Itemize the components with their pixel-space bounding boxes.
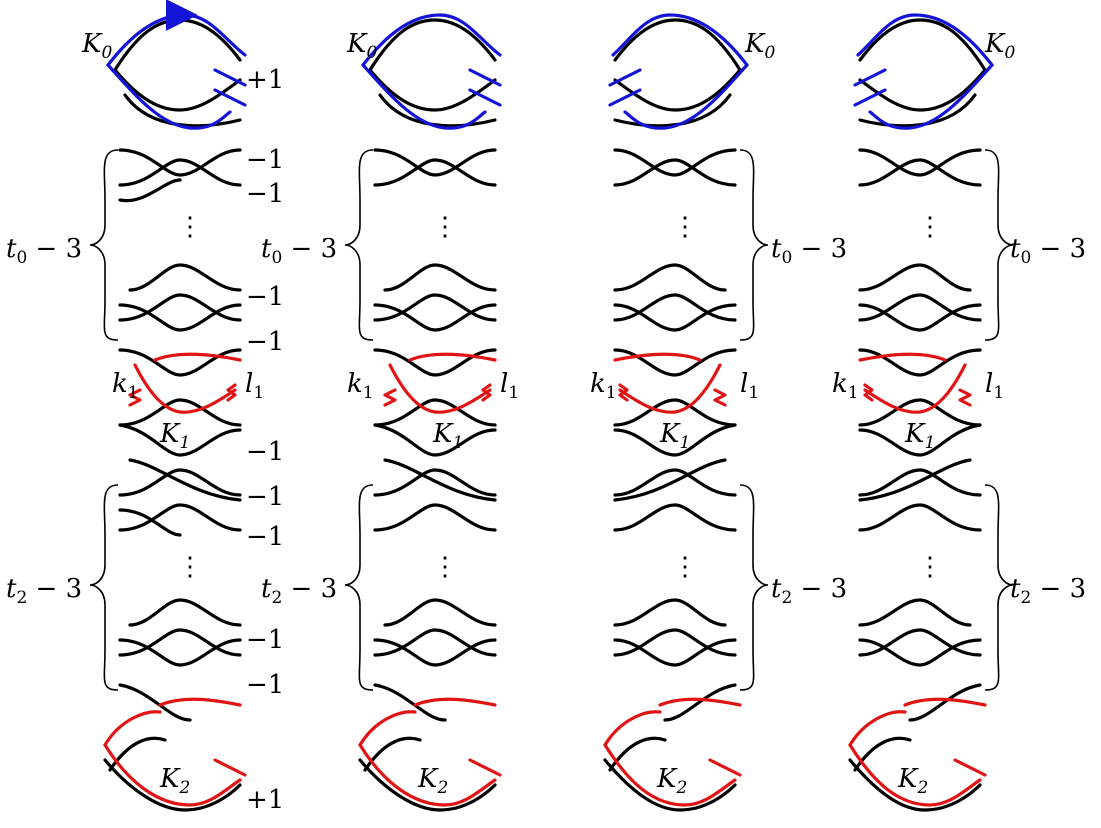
panel-3: K0 ⋮ t0 − 3 k1 l1 K1 ⋮ t2 − 3 K2 <box>590 13 847 812</box>
panel-2: K0 ⋮ t0 − 3 k1 l1 K1 ⋮ t2 − 3 K2 <box>261 13 519 812</box>
black-knot-strands <box>603 18 742 812</box>
framing-plus-one-top: +1 <box>246 65 284 95</box>
brace-t2 <box>89 484 119 691</box>
framing-minus-one-2: −1 <box>246 179 284 209</box>
framing-minus-one-3: −1 <box>246 282 284 312</box>
black-knot-strands <box>848 18 987 812</box>
vdots-2: ⋮ <box>177 552 203 582</box>
brace-t2 <box>984 484 1014 691</box>
vdots-1: ⋮ <box>672 212 698 242</box>
k0-component <box>106 0 247 130</box>
vdots-1: ⋮ <box>177 212 203 242</box>
framing-minus-one-6: −1 <box>246 482 284 512</box>
label-K0: K0 <box>346 29 377 63</box>
k1-component <box>613 352 727 414</box>
label-l1: l1 <box>245 369 264 403</box>
framing-minus-one-4: −1 <box>246 327 284 357</box>
vdots-1: ⋮ <box>917 212 943 242</box>
brace-t0 <box>344 149 374 341</box>
k2-component <box>103 697 247 807</box>
label-l1: l1 <box>500 369 519 403</box>
label-t0: t0 − 3 <box>261 234 337 268</box>
label-k1: k1 <box>832 369 859 403</box>
label-t0: t0 − 3 <box>6 234 82 268</box>
black-knot-strands <box>358 18 497 812</box>
brace-t0 <box>89 149 119 341</box>
k0-component <box>608 13 749 130</box>
k2-component <box>603 697 742 807</box>
label-K0: K0 <box>984 29 1015 63</box>
vdots-2: ⋮ <box>917 552 943 582</box>
framing-plus-one-bottom: +1 <box>246 785 284 815</box>
k0-component <box>853 13 994 130</box>
label-l1: l1 <box>985 369 1004 403</box>
vdots-2: ⋮ <box>432 552 458 582</box>
vdots-1: ⋮ <box>432 212 458 242</box>
black-knot-strands <box>103 18 242 812</box>
framing-minus-one-7: −1 <box>246 522 284 552</box>
brace-t2 <box>344 484 374 691</box>
brace-t0 <box>984 149 1014 341</box>
label-t2: t2 − 3 <box>6 574 82 608</box>
label-t2: t2 − 3 <box>771 574 847 608</box>
label-K1: K1 <box>432 419 463 453</box>
k1-component <box>383 352 497 414</box>
label-K0: K0 <box>744 29 775 63</box>
label-k1: k1 <box>347 369 374 403</box>
label-K1: K1 <box>159 419 190 453</box>
k2-component <box>848 697 987 807</box>
framing-minus-one-9: −1 <box>246 670 284 700</box>
label-k1: k1 <box>590 369 617 403</box>
label-K1: K1 <box>904 419 935 453</box>
label-k1: k1 <box>112 369 139 403</box>
label-l1: l1 <box>740 369 759 403</box>
label-K2: K2 <box>417 764 448 798</box>
label-t2: t2 − 3 <box>261 574 337 608</box>
panel-4: K0 ⋮ t0 − 3 k1 l1 K1 ⋮ t2 − 3 K2 <box>832 13 1086 812</box>
label-t0: t0 − 3 <box>1010 234 1086 268</box>
framing-minus-one-1: −1 <box>246 145 284 175</box>
label-K2: K2 <box>897 764 928 798</box>
k1-component <box>128 352 242 414</box>
k0-component <box>361 13 502 130</box>
framing-minus-one-5: −1 <box>246 437 284 467</box>
label-K2: K2 <box>159 764 190 798</box>
k2-component <box>358 697 502 807</box>
vdots-2: ⋮ <box>672 552 698 582</box>
label-K1: K1 <box>659 419 690 453</box>
k1-component <box>858 352 972 414</box>
label-t2: t2 − 3 <box>1010 574 1086 608</box>
brace-t2 <box>739 484 769 691</box>
label-K0: K0 <box>81 29 112 63</box>
panel-1: K0 +1 −1 −1 ⋮ −1 −1 t0 − 3 k1 l1 K1 −1 −… <box>6 0 284 815</box>
label-K2: K2 <box>656 764 687 798</box>
framing-minus-one-8: −1 <box>246 625 284 655</box>
brace-t0 <box>739 149 769 341</box>
label-t0: t0 − 3 <box>771 234 847 268</box>
